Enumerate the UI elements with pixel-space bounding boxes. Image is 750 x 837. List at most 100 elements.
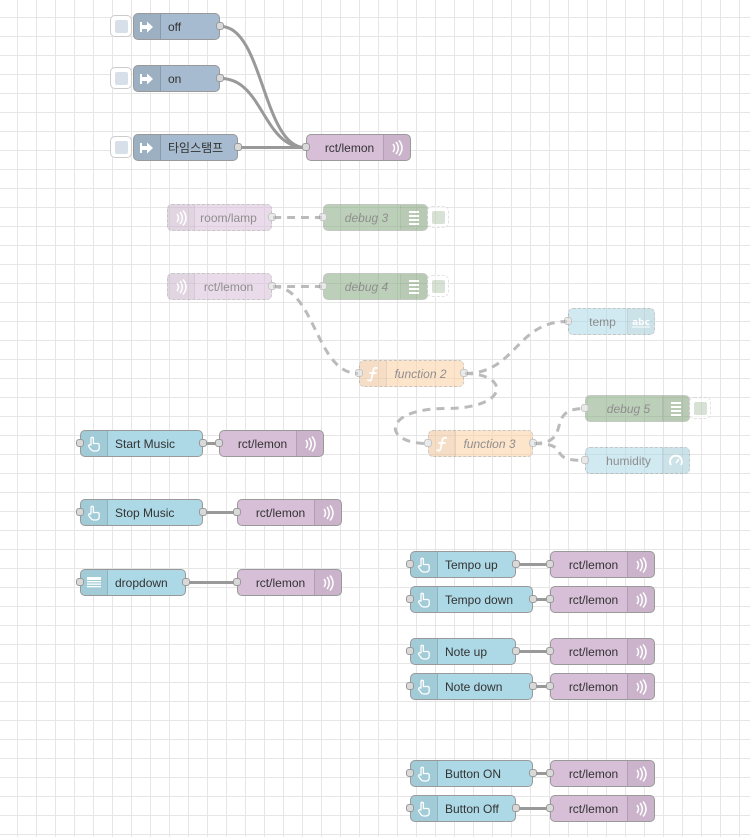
- node-label: debug 5: [606, 401, 651, 416]
- input-port[interactable]: [406, 647, 414, 655]
- input-port[interactable]: [76, 508, 84, 516]
- input-port[interactable]: [546, 560, 554, 568]
- node-mqtt-in-room[interactable]: room/lamp: [167, 204, 276, 231]
- node-mqtt-in-rl-in[interactable]: rct/lemon: [167, 273, 276, 300]
- hand-icon: [411, 587, 438, 612]
- node-gauge-hum[interactable]: humidity: [581, 447, 690, 474]
- wire-fn3-to-dbg5[interactable]: [533, 407, 585, 445]
- input-port[interactable]: [581, 404, 589, 412]
- output-port[interactable]: [460, 369, 468, 377]
- input-port[interactable]: [546, 769, 554, 777]
- node-label: rct/lemon: [568, 592, 619, 607]
- node-debug-dbg4[interactable]: debug 4: [319, 273, 428, 300]
- node-mqtt-out-rl-stop[interactable]: rct/lemon: [233, 499, 342, 526]
- list-icon: [400, 205, 427, 230]
- wire-off-to-rl_top[interactable]: [220, 25, 306, 149]
- input-port[interactable]: [233, 578, 241, 586]
- debug-toggle-button[interactable]: [689, 397, 711, 419]
- node-inject-off[interactable]: off: [133, 13, 224, 40]
- wire-rl_in-to-fn2[interactable]: [272, 285, 359, 375]
- input-port[interactable]: [406, 682, 414, 690]
- node-button-bon[interactable]: Button ON: [406, 760, 537, 787]
- output-port[interactable]: [199, 508, 207, 516]
- input-port[interactable]: [546, 804, 554, 812]
- node-dropdown-dd[interactable]: dropdown: [76, 569, 190, 596]
- node-mqtt-out-rl-tup[interactable]: rct/lemon: [546, 551, 655, 578]
- output-port[interactable]: [512, 560, 520, 568]
- input-port[interactable]: [319, 213, 327, 221]
- node-button-tdown[interactable]: Tempo down: [406, 586, 537, 613]
- node-label: rct/lemon: [568, 644, 619, 659]
- input-port[interactable]: [546, 647, 554, 655]
- input-port[interactable]: [319, 282, 327, 290]
- input-port[interactable]: [215, 439, 223, 447]
- node-button-stop[interactable]: Stop Music: [76, 499, 207, 526]
- input-port[interactable]: [406, 804, 414, 812]
- hand-icon: [81, 500, 108, 525]
- output-port[interactable]: [216, 74, 224, 82]
- node-button-start[interactable]: Start Music: [76, 430, 207, 457]
- output-port[interactable]: [512, 647, 520, 655]
- input-port[interactable]: [546, 682, 554, 690]
- debug-toggle-button[interactable]: [427, 275, 449, 297]
- input-port[interactable]: [564, 317, 572, 325]
- node-mqtt-out-rl-tdown[interactable]: rct/lemon: [546, 586, 655, 613]
- input-port[interactable]: [233, 508, 241, 516]
- node-mqtt-out-rl-boff[interactable]: rct/lemon: [546, 795, 655, 822]
- node-inject-on[interactable]: on: [133, 65, 224, 92]
- output-port[interactable]: [216, 22, 224, 30]
- input-port[interactable]: [76, 439, 84, 447]
- node-mqtt-out-rl-nup[interactable]: rct/lemon: [546, 638, 655, 665]
- inject-trigger-button[interactable]: [110, 67, 132, 89]
- wire-fn2-to-fn3[interactable]: [394, 372, 498, 445]
- node-function-fn2[interactable]: function 2: [355, 360, 468, 387]
- dropdown-icon: [81, 570, 108, 595]
- node-mqtt-out-rl-dd[interactable]: rct/lemon: [233, 569, 342, 596]
- output-port[interactable]: [268, 282, 276, 290]
- node-debug-dbg3[interactable]: debug 3: [319, 204, 428, 231]
- wifi-icon: [168, 205, 195, 230]
- node-function-fn3[interactable]: function 3: [424, 430, 537, 457]
- input-port[interactable]: [355, 369, 363, 377]
- node-label: rct/lemon: [255, 575, 306, 590]
- input-port[interactable]: [546, 595, 554, 603]
- node-label: rct/lemon: [568, 766, 619, 781]
- output-port[interactable]: [182, 578, 190, 586]
- button-inner: [431, 210, 445, 224]
- node-button-nup[interactable]: Note up: [406, 638, 520, 665]
- output-port[interactable]: [199, 439, 207, 447]
- wire-fn2-to-temp[interactable]: [464, 320, 568, 375]
- node-mqtt-out-rl-ndown[interactable]: rct/lemon: [546, 673, 655, 700]
- output-port[interactable]: [529, 682, 537, 690]
- output-port[interactable]: [529, 439, 537, 447]
- inject-trigger-button[interactable]: [110, 136, 132, 158]
- input-port[interactable]: [302, 143, 310, 151]
- node-debug-dbg5[interactable]: debug 5: [581, 395, 690, 422]
- wire-on-to-rl_top[interactable]: [220, 77, 306, 149]
- input-port[interactable]: [76, 578, 84, 586]
- node-mqtt-out-rl-bon[interactable]: rct/lemon: [546, 760, 655, 787]
- node-mqtt-out-rl-top[interactable]: rct/lemon: [302, 134, 411, 161]
- button-inner: [114, 71, 128, 85]
- node-label: debug 3: [344, 210, 389, 225]
- node-button-tup[interactable]: Tempo up: [406, 551, 520, 578]
- inject-trigger-button[interactable]: [110, 15, 132, 37]
- wire-fn3-to-hum[interactable]: [533, 442, 585, 462]
- output-port[interactable]: [529, 595, 537, 603]
- input-port[interactable]: [406, 769, 414, 777]
- node-button-ndown[interactable]: Note down: [406, 673, 537, 700]
- input-port[interactable]: [406, 560, 414, 568]
- output-port[interactable]: [512, 804, 520, 812]
- input-port[interactable]: [581, 456, 589, 464]
- node-button-boff[interactable]: Button Off: [406, 795, 520, 822]
- debug-toggle-button[interactable]: [427, 206, 449, 228]
- node-mqtt-out-rl-start[interactable]: rct/lemon: [215, 430, 324, 457]
- node-inject-ts[interactable]: 타임스탬프: [133, 134, 242, 161]
- output-port[interactable]: [268, 213, 276, 221]
- output-port[interactable]: [529, 769, 537, 777]
- input-port[interactable]: [424, 439, 432, 447]
- input-port[interactable]: [406, 595, 414, 603]
- output-port[interactable]: [234, 143, 242, 151]
